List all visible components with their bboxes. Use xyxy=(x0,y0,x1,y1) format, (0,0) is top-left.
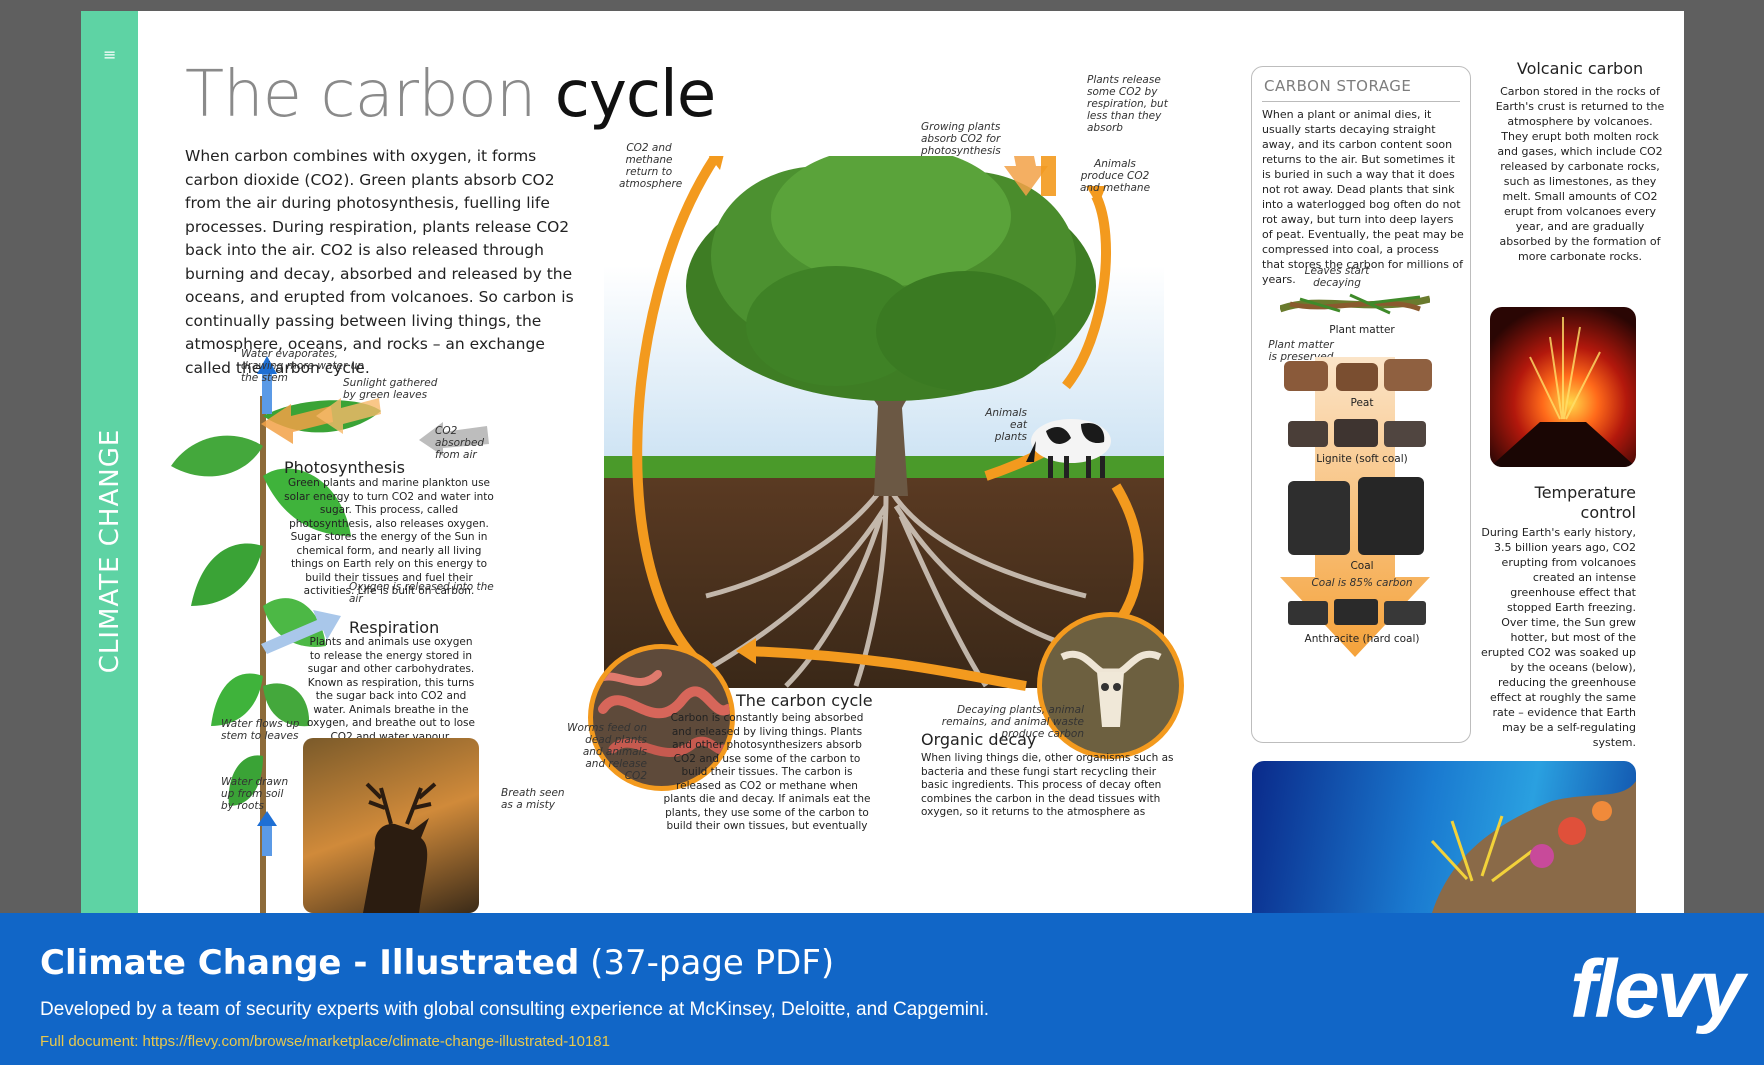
note-water-flows: Water flows up stem to leaves xyxy=(221,718,300,742)
note-leaves-start: Leaves start decaying xyxy=(1304,265,1370,289)
coal-percent-note: Coal is 85% carbon xyxy=(1311,577,1413,589)
organic-decay-heading: Organic decay xyxy=(921,730,1037,749)
note-co2-methane: CO2 and methane return to atmosphere xyxy=(619,142,683,190)
intro-text: When carbon combines with oxygen, it for… xyxy=(185,147,574,377)
organic-decay-text: When living things die, other organisms … xyxy=(921,752,1174,818)
coal-label: Coal xyxy=(1350,560,1374,572)
respiration-text: Plants and animals use oxygen to release… xyxy=(307,636,475,743)
volcanic-heading: Volcanic carbon xyxy=(1516,59,1644,78)
banner-title-light: (37-page PDF) xyxy=(590,943,835,983)
note-water-evaporates: Water evaporates, drawing more water up … xyxy=(241,348,364,384)
skull-photo xyxy=(1037,612,1184,759)
deer-photo xyxy=(303,738,479,913)
carbon-cycle-text: Carbon is constantly being absorbed and … xyxy=(663,712,871,832)
plant-matter-illustration xyxy=(1280,293,1430,315)
promo-banner: Climate Change - Illustrated (37-page PD… xyxy=(0,913,1764,1065)
page-title: The carbon cycle xyxy=(185,55,716,135)
note-plants-release: Plants release some CO2 by respiration, … xyxy=(1087,74,1168,134)
temperature-heading: Temperature control xyxy=(1534,483,1636,522)
anthracite-blocks xyxy=(1288,599,1426,625)
photosynthesis-heading: Photosynthesis xyxy=(284,458,405,477)
side-strip: ≡ CLIMATE CHANGE xyxy=(81,11,138,913)
peat-blocks xyxy=(1284,359,1432,391)
anthracite-label: Anthracite (hard coal) xyxy=(1304,633,1420,645)
temperature-text: During Earth's early history, 3.5 billio… xyxy=(1481,526,1636,749)
note-animals-eat: Animals eat plants xyxy=(985,407,1027,443)
note-worms-feed: Worms feed on dead plants and animals an… xyxy=(567,722,647,782)
note-animals-produce: Animals produce CO2 and methane xyxy=(1079,158,1151,194)
worms-photo xyxy=(588,644,735,791)
volcano-photo xyxy=(1490,307,1636,467)
carbon-cycle-diagram xyxy=(604,156,1164,691)
note-growing-plants: Growing plants absorb CO2 for photosynth… xyxy=(921,121,1001,157)
plant-matter-label: Plant matter xyxy=(1329,324,1395,336)
carbon-storage-panel: CARBON STORAGE When a plant or animal di… xyxy=(1251,66,1471,743)
title-dark: cycle xyxy=(554,58,716,132)
lignite-blocks xyxy=(1288,419,1426,447)
banner-link[interactable]: Full document: https://flevy.com/browse/… xyxy=(40,1033,610,1050)
co2-arrow xyxy=(419,422,489,456)
banner-title-bold: Climate Change - Illustrated xyxy=(40,943,580,983)
heading-rule xyxy=(1262,101,1460,102)
note-co2-absorbed: CO2 absorbed from air xyxy=(435,425,485,461)
menu-icon[interactable]: ≡ xyxy=(103,45,117,64)
photosynthesis-text: Green plants and marine plankton use sol… xyxy=(284,477,494,597)
note-breath: Breath seen as a misty xyxy=(501,787,565,811)
carbon-storage-heading: CARBON STORAGE xyxy=(1264,77,1412,95)
note-water-drawn: Water drawn up from soil by roots xyxy=(221,776,289,812)
flevy-logo[interactable]: flevy xyxy=(1570,944,1745,1035)
banner-subtitle: Developed by a team of security experts … xyxy=(40,999,990,1020)
respiration-heading: Respiration xyxy=(349,618,440,637)
carbon-cycle-heading: The carbon cycle xyxy=(736,691,873,710)
carbon-storage-text: When a plant or animal dies, it usually … xyxy=(1262,108,1464,286)
lignite-label: Lignite (soft coal) xyxy=(1316,453,1408,465)
note-decaying: Decaying plants, animal remains, and ani… xyxy=(941,704,1084,740)
volcanic-text: Carbon stored in the rocks of Earth's cr… xyxy=(1495,85,1665,263)
sunlight-arrows xyxy=(261,398,381,444)
section-label: CLIMATE CHANGE xyxy=(95,428,125,674)
note-sunlight: Sunlight gathered by green leaves xyxy=(343,377,438,401)
title-light: The carbon xyxy=(185,58,536,132)
note-oxygen: Oxygen is released into the air xyxy=(349,581,494,605)
peat-label: Peat xyxy=(1350,397,1374,409)
coal-blocks xyxy=(1288,477,1424,555)
document-page: ≡ CLIMATE CHANGE The carbon cycle When c… xyxy=(81,11,1684,913)
banner-title: Climate Change - Illustrated (37-page PD… xyxy=(40,943,834,983)
oxygen-arrow xyxy=(261,610,341,654)
reef-photo xyxy=(1252,761,1636,913)
